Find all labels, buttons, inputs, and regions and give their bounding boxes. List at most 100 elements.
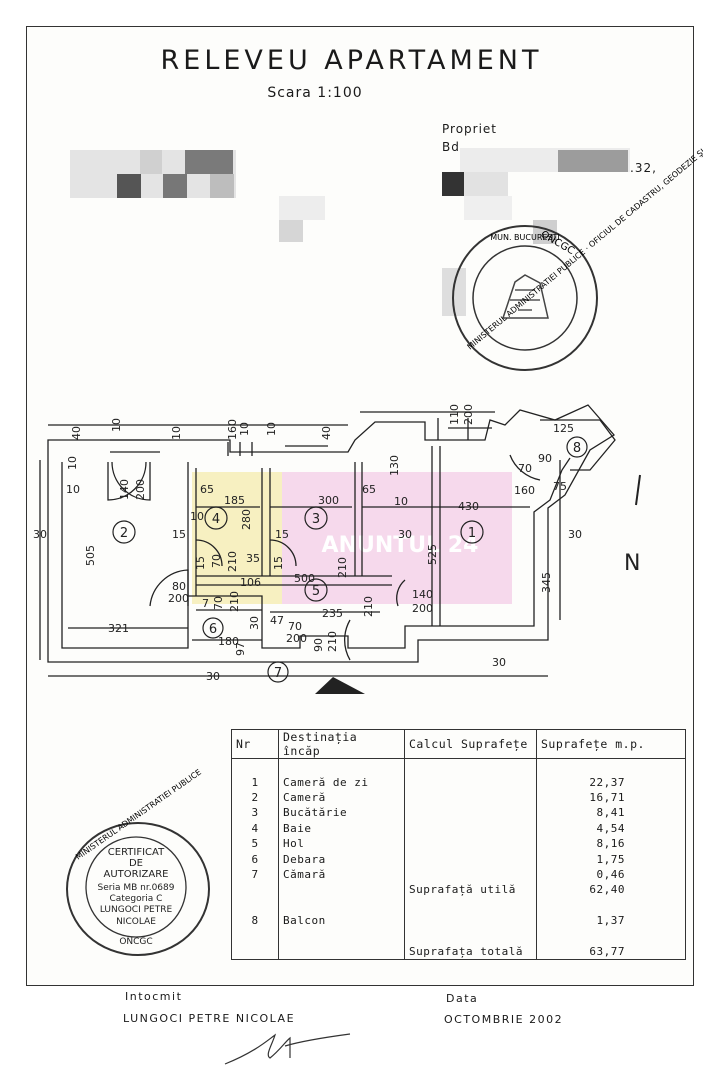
dim: 47 [270, 614, 284, 627]
dim: 65 [200, 483, 214, 496]
dim: 345 [540, 572, 553, 593]
svg-text:Seria MB nr.0689: Seria MB nr.0689 [98, 883, 175, 893]
dim: 280 [240, 509, 253, 530]
dim: 210 [326, 631, 339, 652]
watermark-pink [282, 472, 512, 604]
dim: 300 [318, 494, 339, 507]
owner-label: Propriet [442, 122, 498, 136]
dim: 10 [238, 422, 251, 436]
dim: 10 [394, 495, 408, 508]
dim: 15 [272, 556, 285, 570]
room-5-label: 5 [312, 584, 320, 599]
header-calc: Calcul Suprafețe [404, 729, 537, 759]
room-4-label: 4 [212, 512, 220, 527]
dim: 70 [518, 462, 532, 475]
util-label: Suprafață utilă [404, 882, 537, 898]
surface-table: Nr Destinația încăp Calcul Suprafețe Sup… [231, 729, 686, 961]
total-value: 63,77 [536, 943, 686, 961]
dim: 505 [84, 545, 97, 566]
header-nr: Nr [231, 729, 279, 759]
date-value: OCTOMBRIE 2002 [444, 1013, 564, 1026]
room-6-label: 6 [209, 622, 217, 637]
dim: 210 [362, 596, 375, 617]
dim: 7 [202, 597, 209, 610]
dim: 210 [336, 557, 349, 578]
dim: 525 [426, 544, 439, 565]
dim: 70 [210, 554, 223, 568]
stamp-city: MUN. BUCURESTI [490, 233, 560, 242]
dim: 185 [224, 494, 245, 507]
dim: 90 [312, 638, 325, 652]
dim: 106 [240, 576, 261, 589]
dim: 30 [568, 528, 582, 541]
dim: 321 [108, 622, 129, 635]
dim: 10 [265, 422, 278, 436]
made-label: Intocmit [125, 990, 183, 1003]
svg-text:ONCGC: ONCGC [119, 937, 152, 947]
dim: 200 [134, 479, 147, 500]
util-value: 62,40 [536, 882, 686, 898]
watermark-text: ANUNTUL 24 [322, 533, 479, 558]
made-by: LUNGOCI PETRE NICOLAE [123, 1012, 296, 1025]
room-2-label: 2 [120, 526, 128, 541]
dim: 10 [66, 456, 79, 470]
dim: 110 [448, 404, 461, 425]
dim: 30 [33, 528, 47, 541]
dim: 125 [553, 422, 574, 435]
svg-text:AUTORIZARE: AUTORIZARE [104, 869, 169, 880]
dim: 10 [190, 510, 204, 523]
dim: 70 [288, 620, 302, 633]
dim: 15 [172, 528, 186, 541]
north-arrow-icon [635, 474, 641, 506]
dim: 30 [206, 670, 220, 683]
svg-text:LUNGOCI PETRE: LUNGOCI PETRE [100, 905, 173, 915]
dim: 210 [228, 591, 241, 612]
total-label: Suprafața totală [404, 943, 537, 961]
dim: 97 [234, 642, 247, 656]
compass-north: N [624, 551, 640, 576]
dim: 200 [168, 592, 189, 605]
dim: 30 [492, 656, 506, 669]
room-8-label: 8 [573, 441, 581, 456]
document-title: RELEVEU APARTAMENT [160, 45, 543, 76]
dim: 140 [118, 479, 131, 500]
room-1-label: 1 [468, 526, 476, 541]
date-label: Data [446, 992, 479, 1005]
dim: 210 [226, 551, 239, 572]
dim: 200 [412, 602, 433, 615]
address-suffix: .32, [630, 161, 657, 175]
document-scale: Scara 1:100 [267, 85, 363, 101]
dim: 80 [172, 580, 186, 593]
svg-text:Categoria C: Categoria C [110, 894, 163, 904]
dim: 160 [226, 419, 239, 440]
dim: 40 [320, 426, 333, 440]
svg-text:NICOLAE: NICOLAE [116, 917, 156, 927]
dim: 180 [218, 635, 239, 648]
dim: 10 [66, 483, 80, 496]
dim: 70 [212, 596, 225, 610]
dim: 160 [514, 484, 535, 497]
dim: 200 [286, 632, 307, 645]
dim: 15 [194, 556, 207, 570]
watermark-yellow [192, 472, 282, 604]
room-7-label: 7 [274, 666, 282, 681]
entrance-arrow-icon [315, 677, 365, 694]
dim: 500 [294, 572, 315, 585]
dim: 90 [538, 452, 552, 465]
dim: 35 [246, 552, 260, 565]
dim: 140 [412, 588, 433, 601]
dim: 15 [275, 528, 289, 541]
dim: 40 [70, 426, 83, 440]
dim: 130 [388, 455, 401, 476]
